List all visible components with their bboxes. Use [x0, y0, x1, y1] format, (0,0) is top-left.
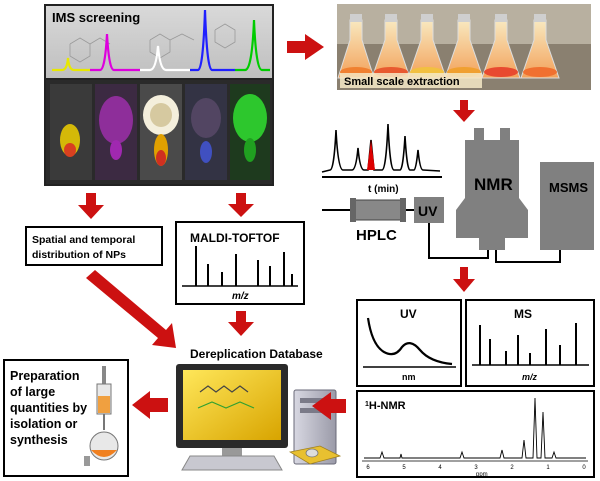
ims-peak-blue [190, 9, 235, 72]
arrow-maldi-to-database [228, 311, 254, 336]
ms-panel-title: MS [514, 307, 532, 321]
mouse [305, 448, 319, 458]
preparation-line: synthesis [10, 433, 68, 447]
ims-peak-magenta [90, 33, 140, 72]
colony-tile-3 [140, 84, 182, 180]
nmr-panel-title: 1H-NMR [365, 400, 406, 412]
nmr-tick-label: 4 [438, 465, 442, 471]
hplc-column-cap-right [400, 198, 406, 222]
maldi-box: MALDI-TOFTOF m/z [175, 221, 305, 305]
colony-tile-1 [50, 84, 92, 180]
ims-peak-green [235, 19, 270, 72]
ims-title: IMS screening [52, 10, 140, 25]
preparation-text: Preparation of large quantities by isolatio… [10, 369, 87, 447]
uv-to-nmr-tube [428, 223, 489, 259]
uv-panel-xlabel: nm [402, 372, 416, 382]
preparation-line: of large [10, 385, 55, 399]
screen-molecule-icon-2 [197, 401, 255, 409]
arrows [78, 34, 475, 420]
computer-icon [176, 364, 342, 471]
hplc-system: HPLC UV [322, 197, 561, 263]
chromatogram-selected-peak [367, 140, 375, 170]
nmr-body [456, 140, 528, 250]
extraction-photo: Small scale extraction [337, 4, 591, 90]
monitor-neck [222, 448, 242, 456]
chromatogram-xlabel: t (min) [368, 184, 399, 195]
nmr-tick-label: 5 [402, 465, 406, 471]
msms-instrument: MSMS [540, 162, 594, 250]
spatial-label-line1: Spatial and temporal [32, 234, 135, 246]
ims-peak-white [140, 45, 190, 72]
ims-screening-panel: IMS screening [44, 4, 274, 186]
tower-drive-2 [300, 408, 330, 413]
nmr-instrument: NMR [456, 128, 528, 250]
uv-spectrum-trace [366, 317, 453, 366]
hplc-column [351, 199, 405, 221]
flask-5 [481, 14, 521, 79]
uv-detector-label: UV [418, 203, 438, 219]
arrow-ims-to-maldi [228, 193, 254, 217]
nmr-tick-labels: 6 5 4 3 2 1 0 [366, 465, 586, 471]
database-label: Dereplication Database [190, 347, 323, 361]
preparation-box: Preparation of large quantities by isolatio… [3, 359, 129, 477]
uv-panel: UV nm [356, 299, 462, 387]
extraction-label-bg [340, 73, 482, 88]
nmr-spectrum-trace [364, 397, 586, 459]
extraction-label: Small scale extraction [344, 76, 460, 88]
arrow-ims-to-extraction [287, 34, 324, 60]
keyboard [181, 455, 283, 471]
arrow-ims-to-spatial [78, 193, 104, 219]
nmr-tick-label: 6 [366, 465, 370, 471]
nmr-tick-label: 3 [474, 465, 478, 471]
colony-tile-5 [230, 84, 270, 180]
arrow-instruments-to-spectra [453, 267, 475, 292]
ms-spectrum [479, 323, 577, 365]
arrow-extraction-to-instruments [453, 100, 475, 122]
molecule-sketch-icon [69, 23, 236, 63]
preparation-line: Preparation [10, 369, 79, 383]
arrow-database-to-preparation [132, 391, 168, 419]
screen-molecule-icon [199, 385, 249, 393]
nmr-tick-label: 2 [510, 465, 514, 471]
flask-6 [520, 14, 560, 79]
glassware-icon [84, 366, 119, 466]
arrow-spectra-to-database [312, 392, 346, 420]
preparation-line: isolation or [10, 417, 78, 431]
msms-body [540, 162, 594, 250]
spatial-distribution-box: Spatial and temporal distribution of NPs [25, 226, 163, 266]
preparation-line: quantities by [10, 401, 87, 415]
nmr-panel: 1H-NMR 6 5 4 3 2 1 0 ppm [356, 390, 595, 478]
ms-panel: MS m/z [465, 299, 595, 387]
spatial-label-line2: distribution of NPs [32, 249, 126, 261]
nmr-to-msms-tube [495, 250, 561, 263]
maldi-title: MALDI-TOFTOF [190, 231, 280, 245]
hplc-label: HPLC [356, 227, 397, 244]
maldi-spectrum [195, 246, 293, 286]
hplc-column-cap-left [350, 198, 356, 222]
uv-detector [414, 197, 444, 223]
chromatogram: t (min) [321, 123, 442, 195]
msms-label: MSMS [549, 180, 588, 195]
nmr-label: NMR [474, 175, 513, 194]
maldi-xlabel: m/z [232, 291, 249, 302]
nmr-panel-xlabel: ppm [476, 472, 488, 478]
ms-panel-xlabel: m/z [522, 372, 538, 382]
colony-tile-4 [185, 84, 227, 180]
colony-tile-2 [95, 84, 137, 180]
arrow-spatial-to-database [86, 270, 176, 348]
uv-panel-title: UV [400, 307, 417, 321]
tower-drive-1 [300, 398, 330, 403]
chromatogram-trace [321, 123, 441, 173]
nmr-tick-label: 1 [546, 465, 550, 471]
nmr-tick-label: 0 [582, 465, 586, 471]
ims-peak-yellow [52, 57, 90, 72]
